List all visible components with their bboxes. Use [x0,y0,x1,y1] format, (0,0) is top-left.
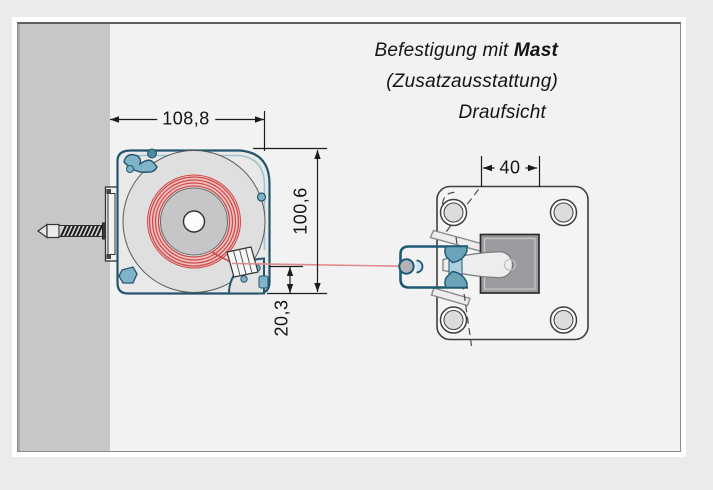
swivel-arm-phantom-lower [430,287,471,307]
wall-bracket [104,186,119,262]
cable-offset-label: 20,3 [271,299,292,337]
title-suffix: (Zusatzausstattung) [386,71,558,92]
clamp-bracket [398,245,468,289]
title-block: Befestigung mit Mast (Zusatzausstattung)… [200,35,558,128]
wall [18,24,110,451]
plate-hole-top-right [549,198,578,227]
title-line1: Befestigung mit Mast (Zusatzausstattung) [200,35,558,97]
mast-plate-assembly [398,185,589,347]
device-height-label: 100,6 [290,187,311,235]
cable-guide-rollers [226,246,259,278]
cable-pin [398,258,415,275]
plate-hole-top-left [439,198,468,227]
device-width-label: 108,8 [157,108,215,130]
plate-hole-bottom-right [549,306,578,334]
title-emphasis: Mast [513,40,558,61]
drum-hub [182,210,206,233]
plate-hole-bottom-left [439,306,468,334]
title-prefix: Befestigung mit [374,40,514,61]
dimension-device-height [253,147,327,295]
c-clip [416,259,424,274]
housing-latch-detail [118,148,267,284]
wall-anchor-screw [36,222,109,240]
dimension-cable-offset [269,265,303,293]
cable-winder-device [116,148,271,295]
title-line2: Draufsicht [458,102,546,123]
mast-width-label: 40 [494,157,526,179]
swivel-dashed-hook [441,191,459,205]
